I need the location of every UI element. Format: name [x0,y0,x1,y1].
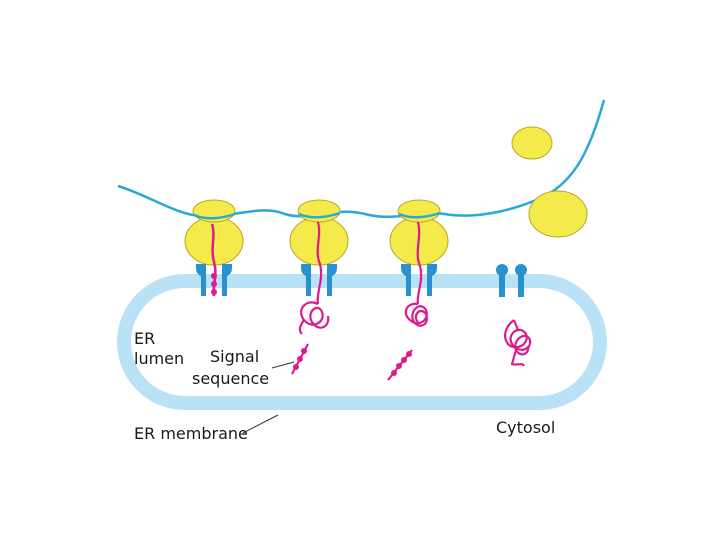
signal-leader-line [271,361,295,369]
translocon-1 [196,264,232,296]
er-membrane-outline [117,274,607,410]
translocon-2 [301,264,337,296]
er-membrane-label: ER membrane [134,424,248,443]
ribosome-small-subunit [297,199,341,223]
folded-protein [504,319,532,367]
signal-sequence-2 [291,343,309,375]
signal-sequence-label-line2: sequence [192,369,269,388]
er-lumen-label-line2: lumen [134,349,184,368]
ribosome-2 [289,199,349,266]
er-lumen-label-line1: ER [134,329,155,348]
polypeptide-2 [298,221,330,335]
free-large-subunit [528,190,588,238]
membrane-leader-line [242,414,279,434]
cytosol-label: Cytosol [496,418,555,437]
free-small-subunit [511,126,553,160]
polypeptide-3 [404,221,428,327]
translocon-3 [401,264,437,296]
polypeptide-1 [210,223,217,297]
ribosome-small-subunit [397,199,441,223]
signal-sequence-3 [387,349,413,381]
translocon-4 [496,264,527,297]
signal-sequence-label-line1: Signal [210,347,259,366]
